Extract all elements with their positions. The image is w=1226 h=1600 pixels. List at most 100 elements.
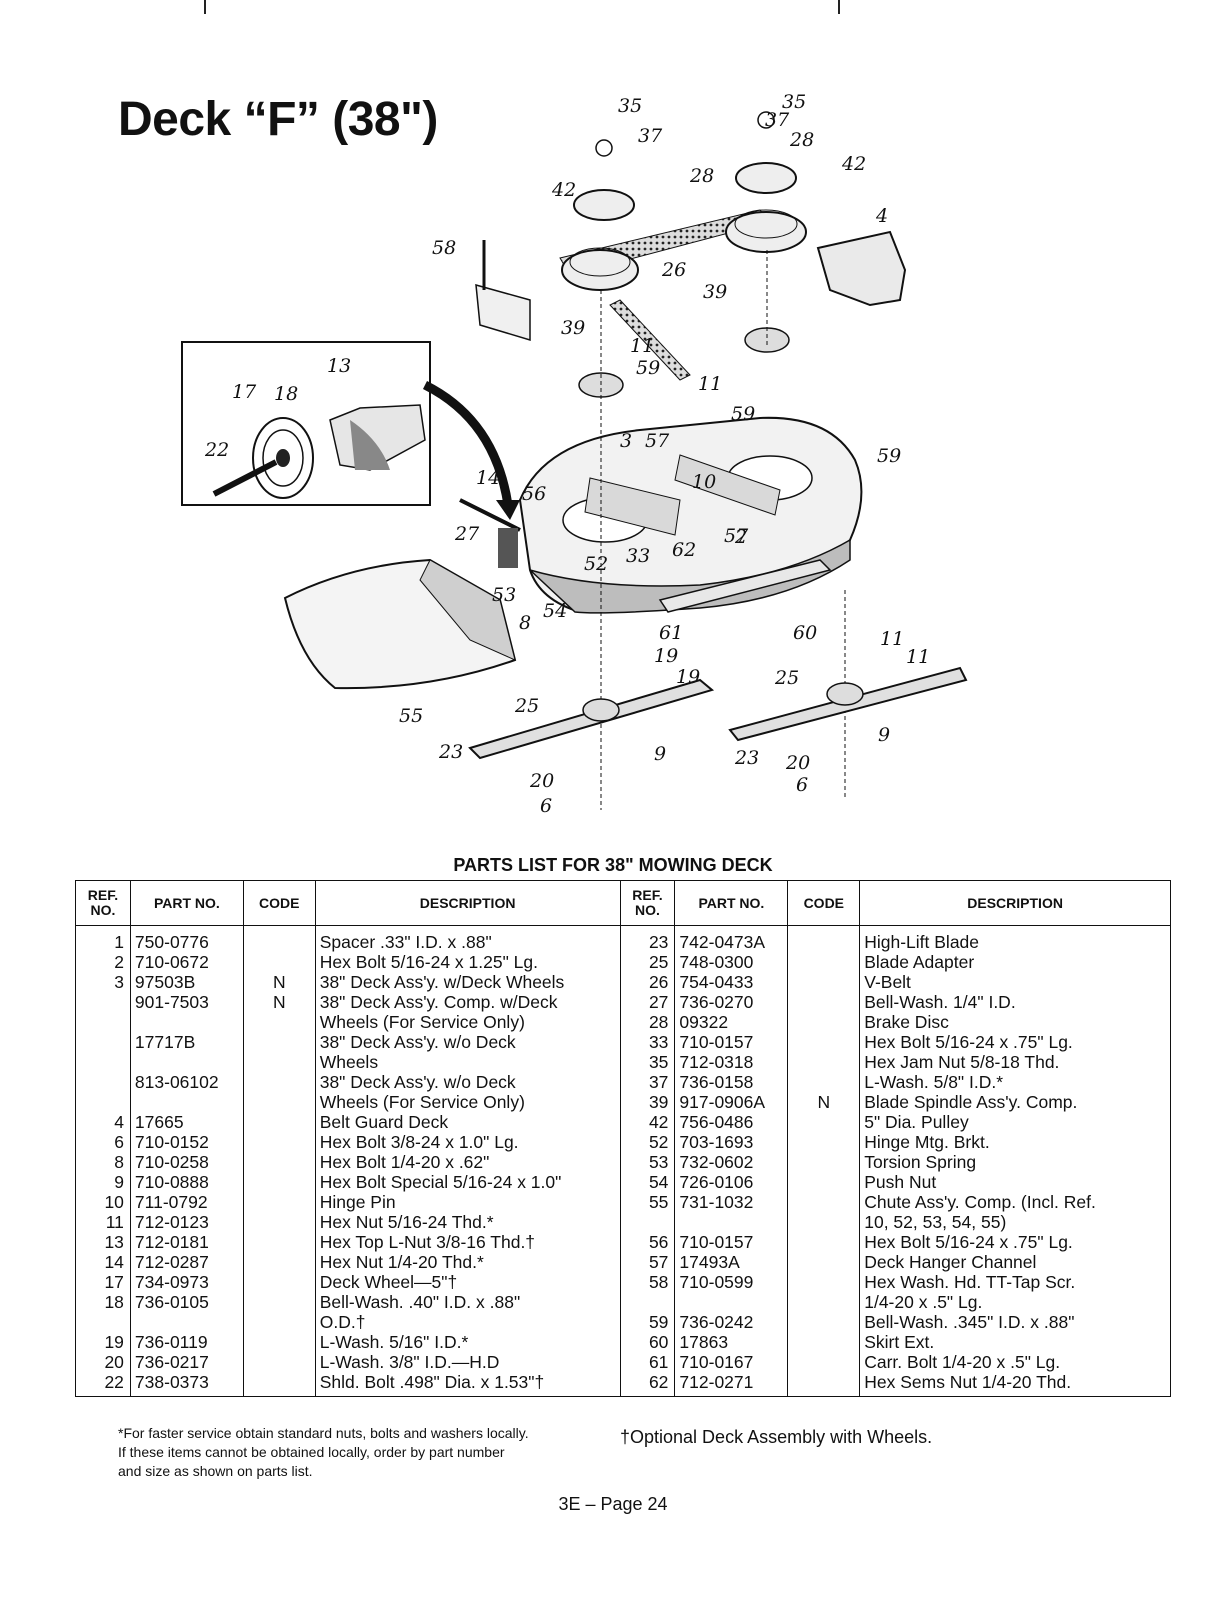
detail-arrow-head	[496, 500, 520, 520]
cell-desc: Hex Top L-Nut 3/8-16 Thd.†	[314, 1232, 621, 1252]
header-ref-no: REF. NO.	[75, 880, 131, 926]
cell-ref: 20	[75, 1352, 131, 1372]
cell-ref: 35	[619, 1052, 676, 1072]
cell-desc: Hinge Pin	[314, 1192, 621, 1212]
cell-code	[242, 1272, 316, 1292]
cell-part-no: 17665	[129, 1112, 244, 1132]
cell-code	[242, 952, 316, 972]
cell-code	[787, 952, 861, 972]
cell-part-no: 726-0106	[674, 1172, 789, 1192]
jam-nut-right	[757, 111, 775, 129]
cell-ref: 10	[75, 1192, 131, 1212]
callout-label: 19	[654, 645, 678, 667]
cell-part-no: 736-0270	[674, 992, 789, 1012]
cell-part-no: 738-0373	[129, 1372, 244, 1397]
pulley-left-inner	[569, 247, 631, 277]
cell-part-no: 711-0792	[129, 1192, 244, 1212]
callout-label: 39	[703, 281, 727, 303]
footnote-line: and size as shown on parts list.	[118, 1463, 313, 1479]
cell-desc: 38" Deck Ass'y. w/o Deck	[314, 1072, 621, 1092]
callout-label: 57	[724, 525, 749, 547]
scan-mark	[204, 0, 206, 14]
callout-label: 61	[659, 622, 683, 644]
callout-label: 59	[877, 445, 901, 467]
cell-code	[242, 1232, 316, 1252]
cell-desc: Deck Wheel—5"†	[314, 1272, 621, 1292]
callout-label: 20	[785, 752, 810, 774]
cell-part-no: 17863	[674, 1332, 789, 1352]
cell-code	[242, 925, 316, 952]
cell-ref: 2	[75, 952, 131, 972]
cell-part-no: 710-0152	[129, 1132, 244, 1152]
header-part-no: PART NO.	[674, 880, 789, 926]
cell-ref: 13	[75, 1232, 131, 1252]
cell-ref: 60	[619, 1332, 676, 1352]
cell-code	[787, 992, 861, 1012]
cell-ref: 22	[75, 1372, 131, 1397]
cell-ref: 3	[75, 972, 131, 992]
blade-adapter-right	[826, 682, 864, 706]
cell-part-no: 712-0287	[129, 1252, 244, 1272]
cell-part-no: 813-06102	[129, 1072, 244, 1092]
callout-label: 42	[841, 153, 866, 175]
callout-label: 26	[661, 259, 686, 281]
cell-ref	[75, 1072, 131, 1092]
callout-label: 23	[438, 741, 463, 763]
callout-label: 2	[734, 526, 747, 548]
cell-ref: 62	[619, 1372, 676, 1397]
cell-part-no: 901-7503	[129, 992, 244, 1012]
hinge-bracket-part	[498, 528, 518, 568]
callout-label: 8	[519, 612, 531, 634]
cell-desc: High-Lift Blade	[859, 925, 1171, 952]
cell-code	[787, 1312, 861, 1332]
cell-part-no: 712-0271	[674, 1372, 789, 1397]
cell-ref: 39	[619, 1092, 676, 1112]
cell-code	[242, 1072, 316, 1092]
cell-part-no: 734-0973	[129, 1272, 244, 1292]
pulley-left-part	[561, 249, 639, 291]
callout-label: 60	[793, 622, 817, 644]
cell-code	[242, 1012, 316, 1032]
callout-label: 57	[645, 430, 670, 452]
cell-ref	[75, 1312, 131, 1332]
cell-ref	[75, 1012, 131, 1032]
cell-desc: Wheels (For Service Only)	[314, 1092, 621, 1112]
cell-code	[787, 1132, 861, 1152]
cell-ref: 14	[75, 1252, 131, 1272]
callout-label: 9	[654, 743, 666, 765]
cell-code	[242, 1312, 316, 1332]
cell-code	[242, 1132, 316, 1152]
cell-code	[787, 1172, 861, 1192]
cell-ref: 8	[75, 1152, 131, 1172]
v-belt-lower	[609, 299, 691, 381]
cell-part-no: 710-0157	[674, 1032, 789, 1052]
parts-list-header-row: REF. NO. PART NO. CODE DESCRIPTION REF. …	[75, 880, 1171, 926]
deck-wheel-rim	[262, 429, 304, 487]
footnote-line: If these items cannot be obtained locall…	[118, 1444, 505, 1460]
callout-label: 42	[551, 179, 576, 201]
cell-desc: 38" Deck Ass'y. Comp. w/Deck	[314, 992, 621, 1012]
callout-label: 54	[543, 600, 567, 622]
cell-part-no: 710-0672	[129, 952, 244, 972]
cell-code	[787, 1072, 861, 1092]
cell-code: N	[242, 992, 316, 1012]
cell-part-no: 17493A	[674, 1252, 789, 1272]
cell-ref: 17	[75, 1272, 131, 1292]
cell-desc: Push Nut	[859, 1172, 1171, 1192]
parts-list-title: PARTS LIST FOR 38" MOWING DECK	[453, 855, 773, 875]
cell-code	[787, 1272, 861, 1292]
cell-ref	[75, 1092, 131, 1112]
cell-part-no: 710-0599	[674, 1272, 789, 1292]
cell-part-no: 736-0105	[129, 1292, 244, 1312]
cell-part-no: 712-0181	[129, 1232, 244, 1252]
brake-disc-left-part	[573, 189, 635, 221]
belt-guard-part	[816, 230, 907, 307]
